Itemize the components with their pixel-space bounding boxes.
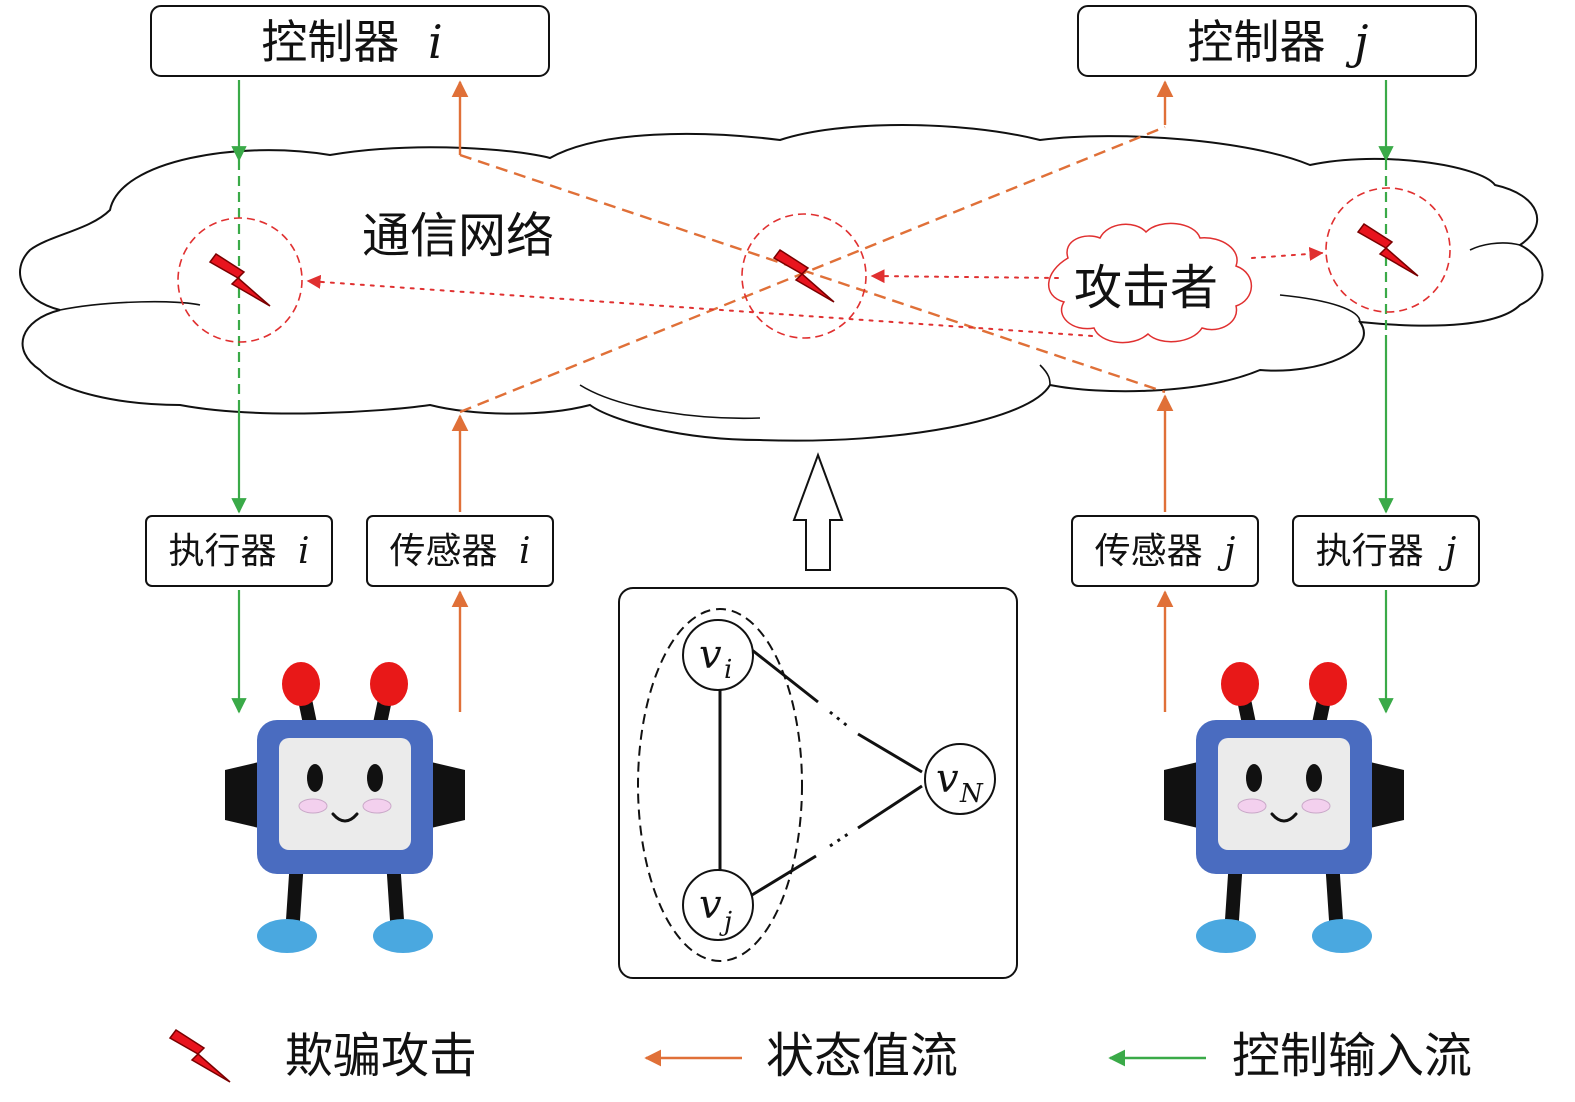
network-label: 通信网络 [362, 208, 554, 264]
sensor-i-var: i [519, 531, 531, 572]
node-vN-sub: N [959, 779, 984, 809]
node-vN-base: v [936, 756, 959, 802]
controller-i-label: 控制器 [261, 15, 399, 69]
controller-i-var: i [428, 15, 443, 69]
attacker-cloud [1047, 222, 1253, 344]
hollow-up-arrow-icon [792, 452, 844, 571]
robot-icon [225, 662, 465, 953]
sensor-i-text: 传感器 i [390, 531, 531, 572]
controller-i-text: 控制器 i [261, 15, 442, 69]
actuator-j-text: 执行器 j [1316, 531, 1457, 572]
sensor-i-box [366, 515, 554, 587]
cluster-ellipse [637, 608, 803, 962]
actuator-i-box [145, 515, 333, 587]
graph-node-vN: v N [924, 743, 996, 815]
actuator-i-text: 执行器 i [169, 531, 310, 572]
graph-node-vj: v j [682, 869, 754, 941]
attack-point-right [1325, 187, 1451, 313]
node-vi-base: v [699, 632, 722, 678]
sensor-j-box [1071, 515, 1259, 587]
attack-point-center [741, 213, 867, 339]
lightning-icon [169, 1029, 231, 1083]
attack-point-left [177, 217, 303, 343]
controller-i-box [150, 5, 550, 77]
legend-control-label: 控制输入流 [1232, 1028, 1472, 1084]
graph-node-vi: v i [682, 619, 754, 691]
actuator-j-box [1292, 515, 1480, 587]
controller-j-label: 控制器 [1188, 15, 1326, 69]
robot-icon [1164, 662, 1404, 953]
legend: 欺骗攻击 状态值流 控制输入流 [169, 1028, 1472, 1084]
sensor-i-label: 传感器 [390, 531, 498, 572]
actuator-i-var: i [298, 531, 310, 572]
state-flow-lines [451, 80, 1174, 712]
legend-spoofing-label: 欺骗攻击 [285, 1028, 477, 1084]
control-flow-lines [231, 80, 1394, 714]
sensor-j-label: 传感器 [1095, 531, 1203, 572]
attacker-label: 攻击者 [1074, 260, 1218, 316]
actuator-j-label: 执行器 [1316, 531, 1424, 572]
controller-j-box [1077, 5, 1477, 77]
attacker-arrows [306, 246, 1324, 337]
legend-state-label: 状态值流 [766, 1028, 958, 1084]
actuator-i-label: 执行器 [169, 531, 277, 572]
node-vj-base: v [699, 882, 722, 928]
graph-edges [718, 648, 923, 897]
node-vi-sub: i [724, 655, 732, 685]
